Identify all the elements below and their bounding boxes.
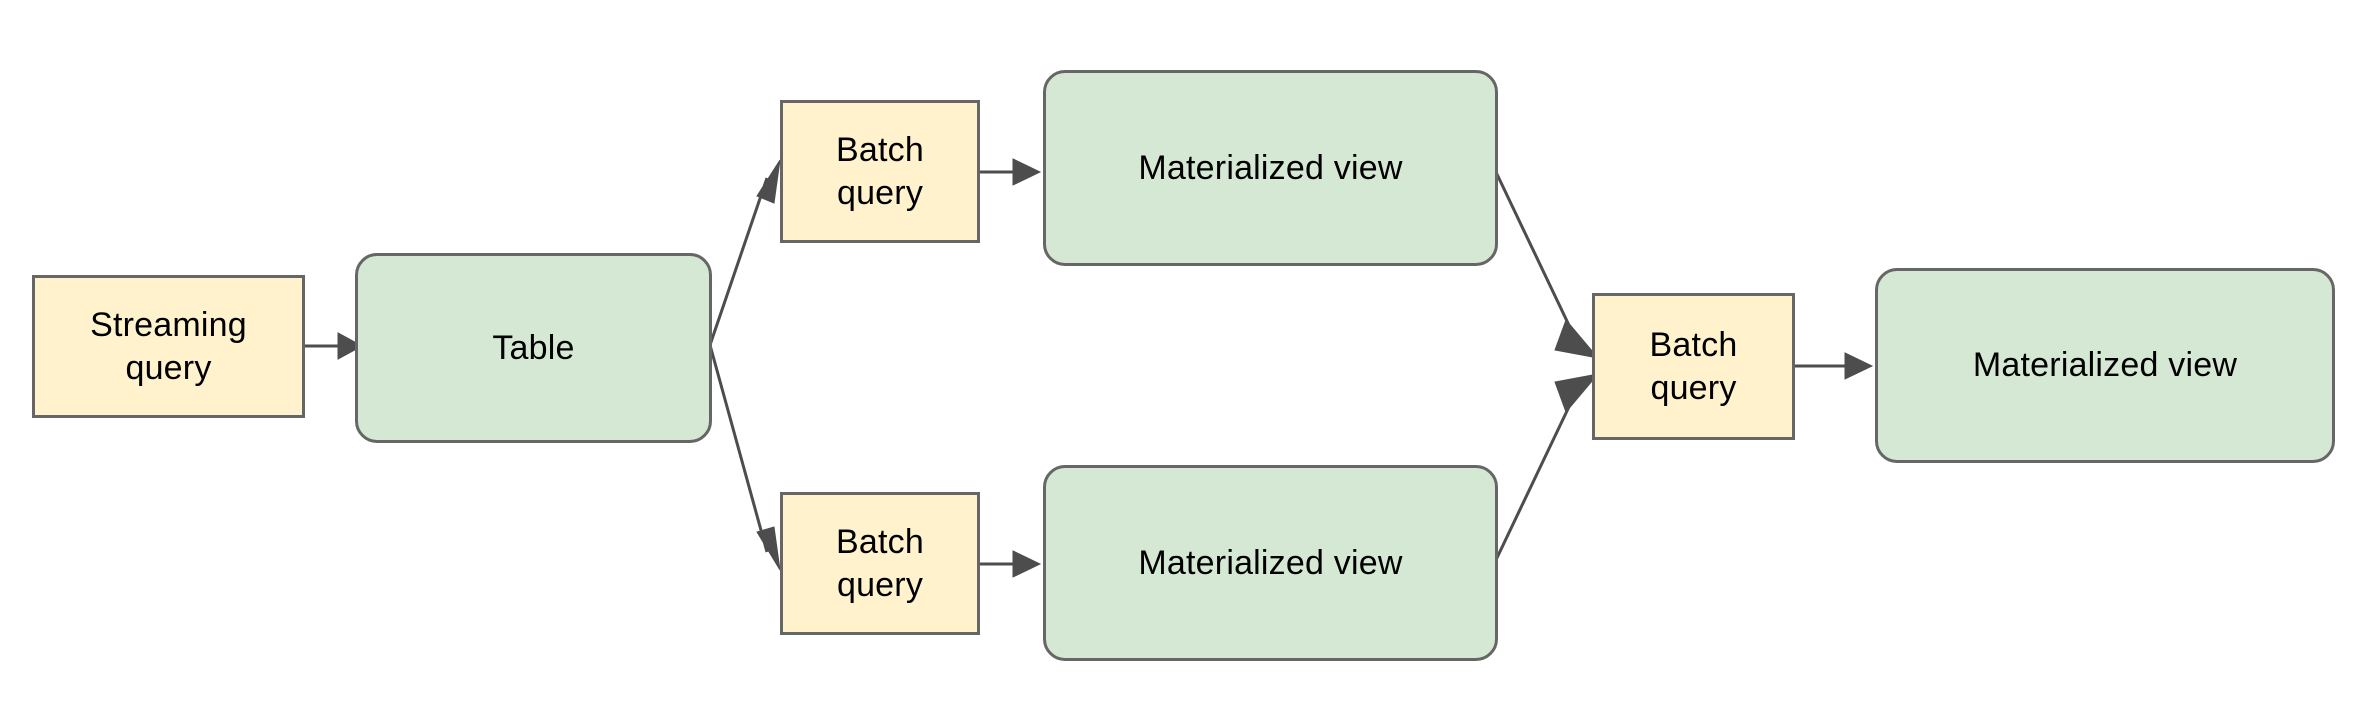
edge-table-to-batch-query-bottom: [708, 344, 781, 571]
node-label: Batch query: [1649, 326, 1738, 407]
node-label: Batch query: [836, 523, 924, 604]
node-materialized-view-final[interactable]: Materialized view: [1875, 268, 2335, 463]
edge-line: [1493, 169, 1578, 341]
node-streaming-query[interactable]: Streaming query: [32, 275, 305, 418]
edge-streaming-query-to-table: [305, 332, 364, 360]
edge-line: [1493, 391, 1578, 563]
arrowhead-icon: [1554, 373, 1600, 413]
node-table[interactable]: Table: [355, 253, 712, 443]
arrowhead-icon: [756, 159, 781, 204]
node-label: Table: [492, 328, 575, 367]
node-batch-query-merge[interactable]: Batch query: [1592, 293, 1795, 440]
node-batch-query-bottom[interactable]: Batch query: [780, 492, 980, 635]
edge-batch-query-top-to-materialized-view-top: [980, 158, 1042, 186]
arrowhead-icon: [1012, 550, 1042, 578]
edge-materialized-view-top-to-batch-query-merge: [1493, 169, 1600, 359]
arrowhead-icon: [756, 526, 781, 571]
arrowhead-icon: [1554, 319, 1600, 359]
node-label: Materialized view: [1138, 543, 1403, 582]
node-materialized-view-bottom[interactable]: Materialized view: [1043, 465, 1498, 661]
edge-batch-query-merge-to-materialized-view-final: [1795, 352, 1874, 380]
arrowhead-icon: [1844, 352, 1874, 380]
arrowhead-icon: [337, 332, 364, 360]
edge-batch-query-bottom-to-materialized-view-bottom: [980, 550, 1042, 578]
edge-table-to-batch-query-top: [708, 159, 781, 346]
edge-materialized-view-bottom-to-batch-query-merge: [1493, 373, 1600, 563]
node-materialized-view-top[interactable]: Materialized view: [1043, 70, 1498, 266]
edge-line: [708, 177, 769, 346]
node-label: Materialized view: [1138, 148, 1403, 187]
arrowhead-icon: [1012, 158, 1042, 186]
node-label: Batch query: [836, 131, 924, 212]
node-label: Materialized view: [1972, 346, 2238, 385]
node-batch-query-top[interactable]: Batch query: [780, 100, 980, 243]
edge-line: [708, 344, 769, 553]
node-label: Streaming query: [90, 306, 247, 387]
